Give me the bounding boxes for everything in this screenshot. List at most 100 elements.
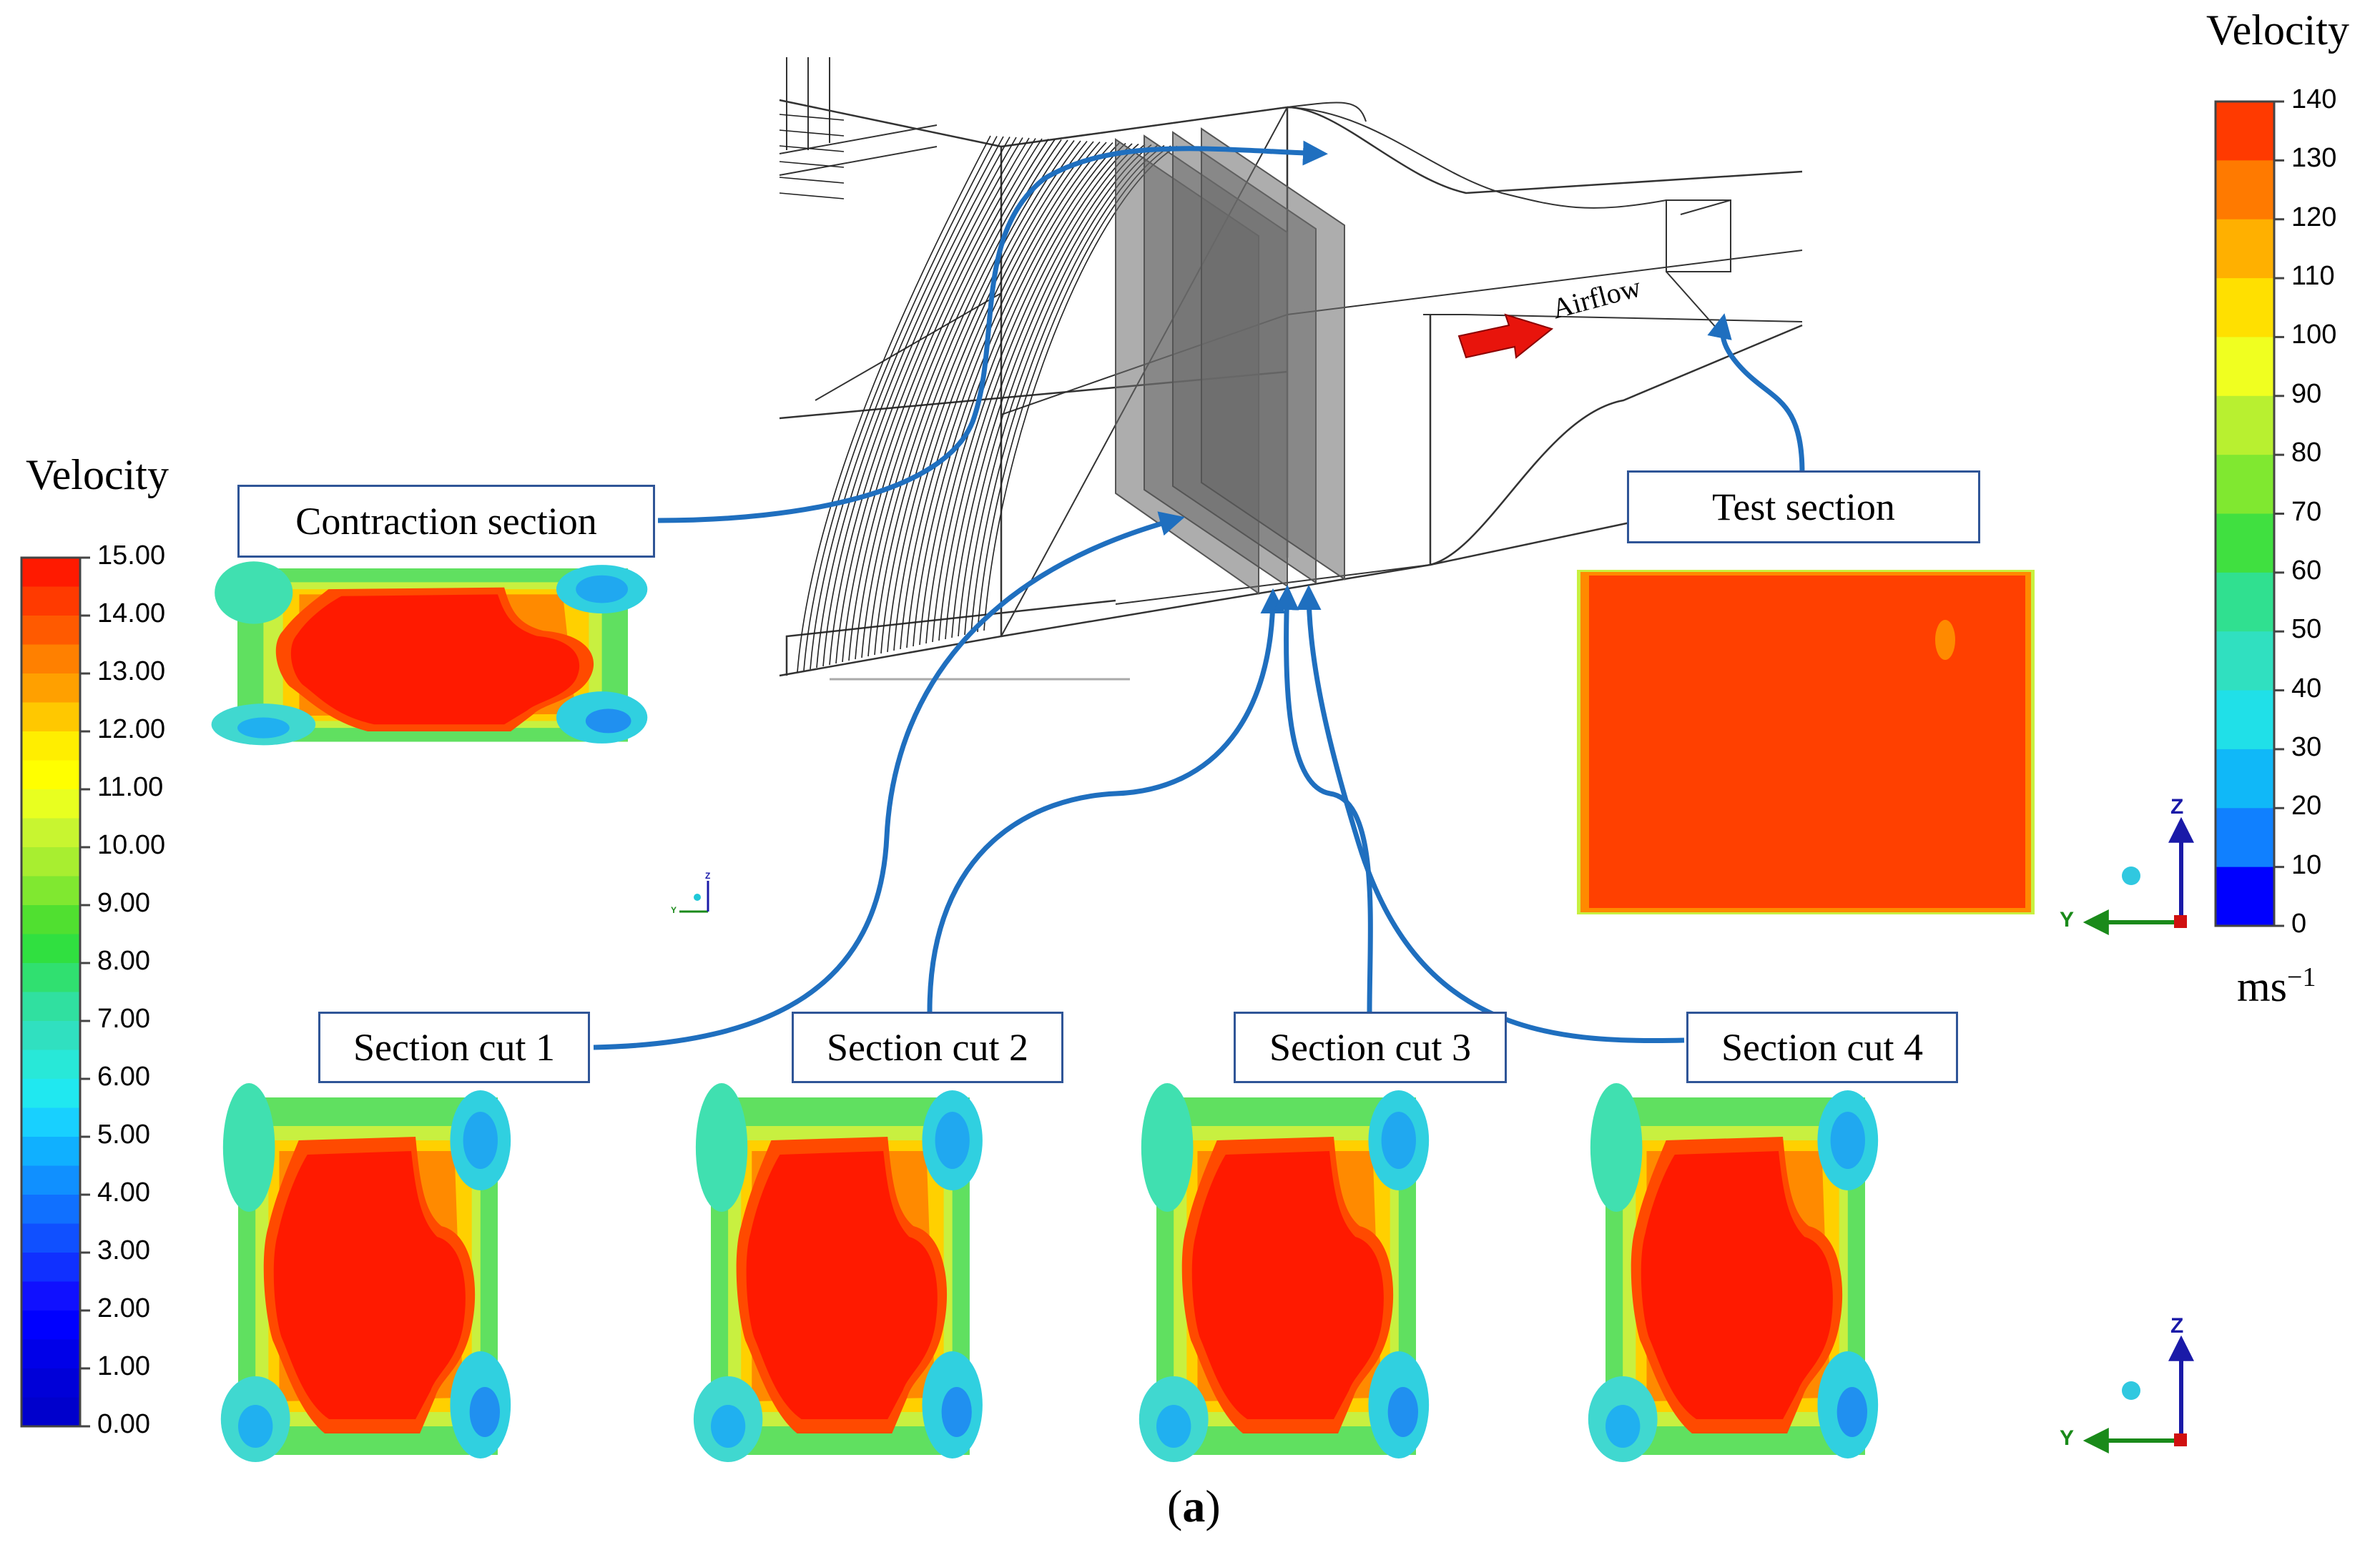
colorbar-band: [21, 1079, 80, 1109]
caption-letter: a: [1182, 1481, 1206, 1531]
left-colorbar-tick-label: 1.00: [97, 1351, 150, 1381]
leader-arrows: [593, 140, 1805, 1050]
wind-tunnel-wireframe: [779, 57, 1803, 677]
grid-line: [779, 161, 845, 168]
section-cut-planes: [1115, 127, 1345, 595]
honeycomb-line: [803, 136, 998, 671]
honeycomb-line: [932, 142, 1126, 643]
colorbar-band: [21, 789, 80, 819]
axis-triad-upper: [2082, 816, 2194, 935]
label-section-cut-2: Section cut 2: [792, 1012, 1063, 1083]
right-colorbar-tick-label: 80: [2291, 438, 2322, 468]
colorbar-band: [2216, 102, 2274, 161]
small-axis-triad: [679, 881, 709, 913]
left-colorbar-tick-label: 13.00: [97, 656, 166, 686]
figure-caption: (a): [1167, 1480, 1221, 1533]
honeycomb-line: [842, 138, 1036, 663]
colorbar-band: [21, 1050, 80, 1080]
honeycomb-line: [816, 137, 1010, 668]
honeycomb-line: [938, 143, 1133, 641]
left-colorbar-tick-label: 8.00: [97, 946, 150, 976]
label-section-cut-1: Section cut 1: [318, 1012, 590, 1083]
right-colorbar-tick-label: 40: [2291, 673, 2322, 704]
right-colorbar-title: Velocity: [2206, 6, 2349, 54]
honeycomb-line: [906, 141, 1101, 648]
left-colorbar: [20, 556, 90, 1428]
triad-small-z-label: Z: [705, 871, 711, 881]
unit-base: ms: [2237, 963, 2288, 1010]
colorbar-band: [2216, 690, 2274, 750]
colorbar-band: [21, 616, 80, 646]
honeycomb-line: [945, 143, 1139, 640]
caption-close: ): [1205, 1481, 1221, 1531]
honeycomb-line: [835, 137, 1030, 664]
honeycomb-line: [900, 141, 1094, 650]
unit-exponent: −1: [2287, 962, 2316, 992]
left-colorbar-title: Velocity: [26, 451, 169, 498]
cut2-contour: [693, 1083, 983, 1462]
honeycomb-line: [880, 140, 1075, 654]
colorbar-band: [21, 1165, 80, 1195]
test-section-contour: [1577, 570, 2035, 914]
colorbar-band: [21, 847, 80, 877]
colorbar-band: [21, 1195, 80, 1225]
colorbar-band: [21, 673, 80, 704]
left-colorbar-tick-label: 10.00: [97, 830, 166, 860]
grid-line: [779, 177, 845, 184]
contraction-contour: [211, 561, 648, 746]
left-colorbar-tick-label: 5.00: [97, 1120, 150, 1150]
colorbar-band: [21, 586, 80, 616]
grid-line: [779, 145, 845, 152]
honeycomb-line: [810, 136, 1004, 670]
colorbar-frame: [20, 556, 82, 1428]
colorbar-band: [2216, 160, 2274, 220]
right-colorbar-tick-label: 90: [2291, 378, 2322, 409]
colorbar-band: [21, 1310, 80, 1341]
colorbar-band: [21, 558, 80, 588]
grid-line: [779, 114, 845, 121]
colorbar-band: [21, 1107, 80, 1137]
right-colorbar-unit: ms−1: [2237, 962, 2316, 1012]
honeycomb-line: [848, 138, 1043, 661]
colorbar-band: [21, 876, 80, 906]
triad-upper-z-label: Z: [2170, 795, 2184, 819]
left-colorbar-tick-label: 2.00: [97, 1293, 150, 1323]
colorbar-band: [21, 1368, 80, 1398]
right-colorbar-tick-label: 30: [2291, 731, 2322, 762]
right-colorbar-tick-label: 110: [2291, 261, 2335, 292]
colorbar-band: [2216, 278, 2274, 338]
colorbar-band: [2216, 631, 2274, 691]
honeycomb-line: [887, 140, 1081, 653]
cut1-contour: [220, 1083, 511, 1462]
honeycomb-line: [829, 137, 1023, 666]
triad-lower-z-label: Z: [2170, 1314, 2184, 1338]
honeycomb-line: [951, 144, 1146, 638]
right-colorbar-tick-label: 50: [2291, 614, 2322, 645]
colorbar-band: [21, 963, 80, 993]
left-colorbar-tick-label: 12.00: [97, 714, 166, 744]
airflow-arrow: [1457, 313, 1554, 359]
colorbar-band: [2216, 395, 2274, 455]
triad-small-y-label: Y: [671, 905, 677, 915]
left-colorbar-tick-label: 6.00: [97, 1062, 150, 1092]
colorbar-band: [2216, 513, 2274, 573]
triad-upper-y-label: Y: [2060, 908, 2075, 932]
colorbar-band: [2216, 808, 2274, 868]
right-colorbar-tick-label: 70: [2291, 496, 2322, 527]
honeycomb-line: [861, 139, 1056, 658]
colorbar-band: [21, 934, 80, 964]
colorbar-band: [21, 992, 80, 1022]
axis-triad-lower: [2082, 1335, 2194, 1453]
left-colorbar-tick-label: 15.00: [97, 540, 166, 571]
grid-line: [779, 129, 845, 137]
colorbar-band: [21, 1281, 80, 1311]
caption-open: (: [1167, 1481, 1183, 1531]
cut4-contour: [1588, 1083, 1879, 1462]
triad-lower-y-label: Y: [2060, 1426, 2075, 1450]
left-colorbar-tick-label: 9.00: [97, 888, 150, 918]
colorbar-band: [21, 702, 80, 732]
right-colorbar: [2214, 100, 2284, 927]
left-colorbar-tick-label: 3.00: [97, 1235, 150, 1265]
